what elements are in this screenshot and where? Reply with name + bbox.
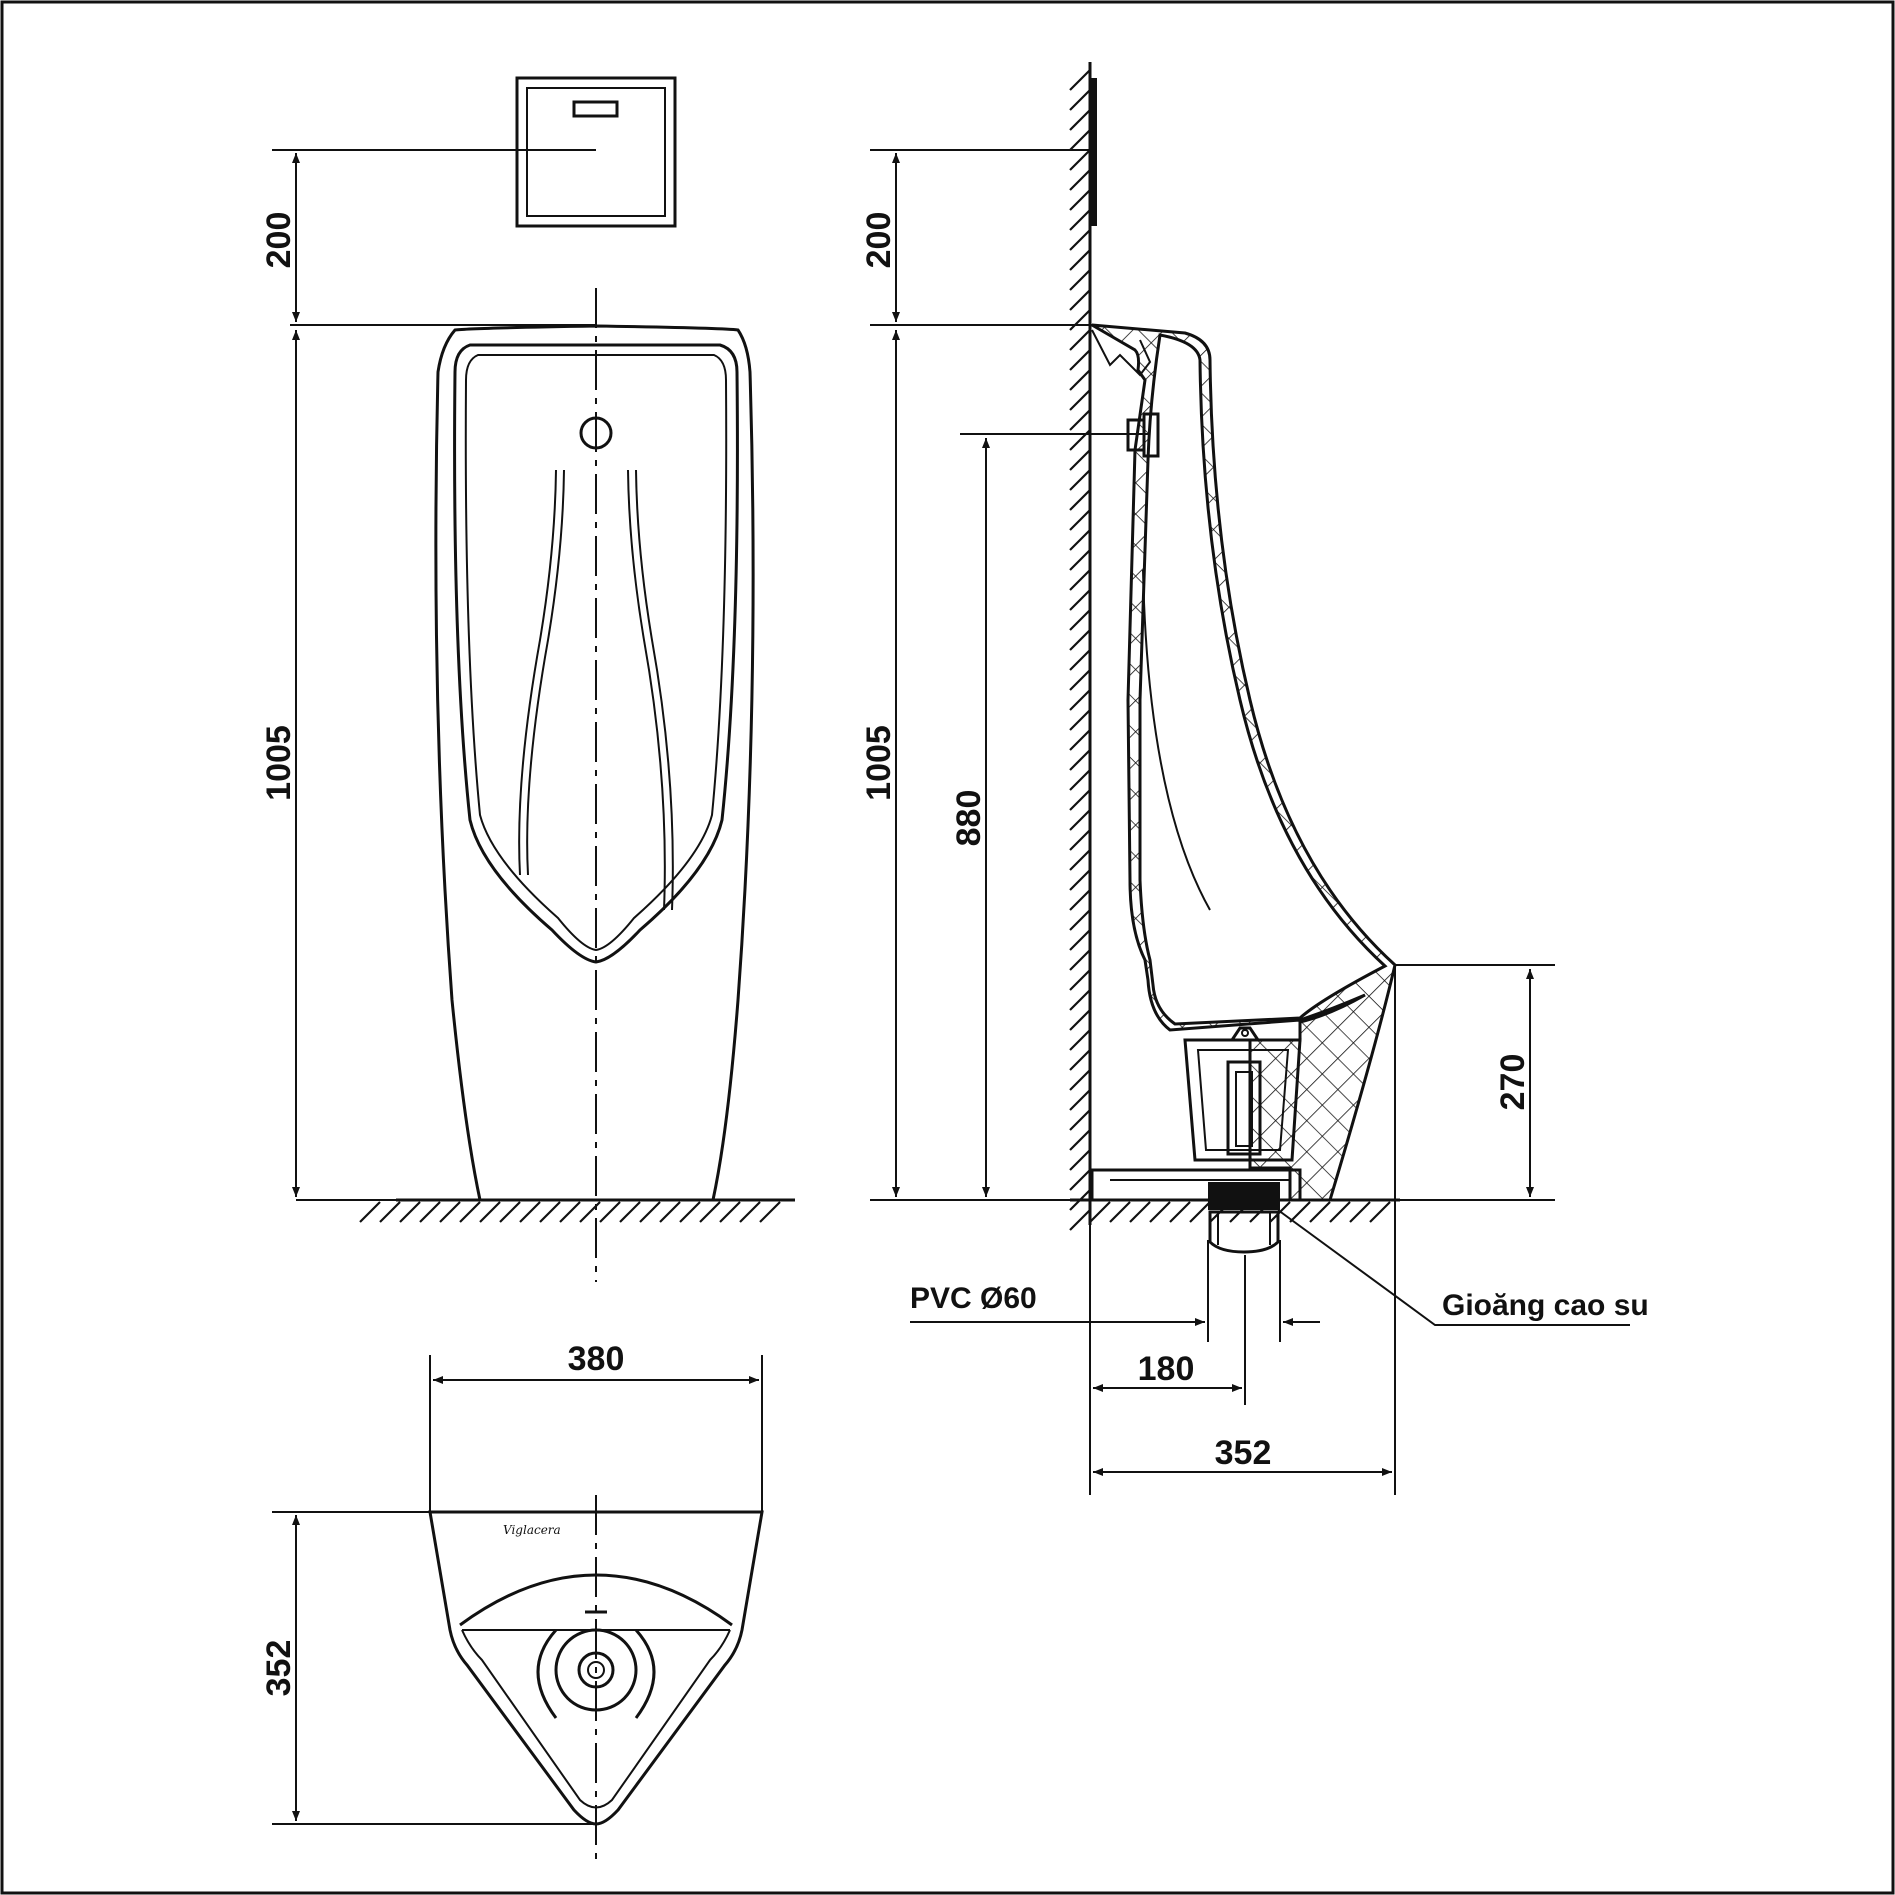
side-dim-1005: 1005 <box>860 725 898 801</box>
plan-view: Viglacera <box>272 1355 764 1862</box>
flush-inlet <box>579 416 613 450</box>
urinal-plan-outline <box>428 1510 764 1826</box>
front-view <box>272 76 795 1282</box>
floor-pipe <box>1208 1182 1280 1254</box>
side-dim-352: 352 <box>1215 1434 1272 1472</box>
side-dim-270: 270 <box>1494 1054 1532 1111</box>
front-dim-1005: 1005 <box>260 725 298 801</box>
front-floor-hatch <box>359 1201 781 1223</box>
wall-hatch <box>1069 69 1091 1231</box>
front-dim-200: 200 <box>260 212 298 269</box>
gasket-leader <box>1277 1209 1630 1326</box>
plan-drain <box>536 1610 656 1719</box>
sensor-panel-side <box>1090 78 1097 226</box>
gasket-label: Gioăng cao su <box>1442 1289 1649 1322</box>
side-dim-200: 200 <box>860 212 898 269</box>
urinal-front-outline <box>434 324 755 1202</box>
sensor-panel-front <box>515 76 677 228</box>
side-dim-180: 180 <box>1138 1350 1195 1388</box>
plan-dim-380: 380 <box>568 1340 625 1378</box>
plan-dim-352: 352 <box>260 1640 298 1697</box>
drain-trap <box>1183 1026 1302 1162</box>
side-view <box>870 62 1630 1495</box>
urinal-front-bowl <box>453 343 739 964</box>
pvc-label: PVC Ø60 <box>910 1282 1037 1315</box>
brand-logo: Viglacera <box>503 1523 561 1537</box>
side-dim-880: 880 <box>950 790 988 847</box>
